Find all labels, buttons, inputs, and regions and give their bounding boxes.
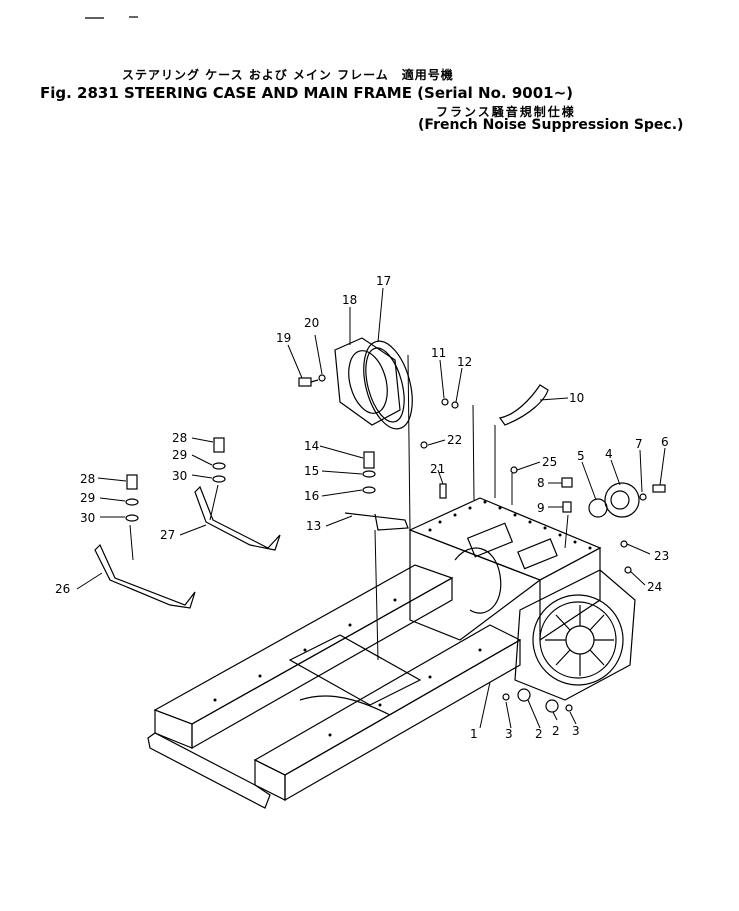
callout-25: 25 — [542, 455, 557, 469]
callout-28b: 28 — [172, 431, 187, 445]
callout-19: 19 — [276, 331, 291, 345]
callout-14: 14 — [304, 439, 319, 453]
title-english: Fig. 2831 STEERING CASE AND MAIN FRAME (… — [40, 84, 573, 102]
subtitle-japanese: フランス騒音規制仕様 — [436, 105, 576, 119]
part-23 — [620, 540, 628, 548]
part-15-washer — [362, 470, 376, 478]
callout-15: 15 — [304, 464, 319, 478]
part-22 — [420, 441, 428, 449]
part-30-washer-mid — [212, 475, 226, 483]
callout-23: 23 — [654, 549, 669, 563]
part-29-washer-left — [125, 498, 139, 506]
part-2-plug-b — [545, 699, 559, 713]
part-2-plug — [517, 688, 531, 702]
callouts: 1 2 3 2 3 4 5 6 7 8 9 10 11 12 13 14 15 … — [55, 274, 669, 741]
part-9-fitting — [562, 501, 572, 513]
callout-3a: 3 — [505, 727, 513, 741]
part-26-guard — [94, 543, 196, 609]
callout-21: 21 — [430, 462, 445, 476]
leader-lines — [76, 287, 666, 729]
callout-10: 10 — [569, 391, 584, 405]
title-japanese: ステアリング ケース および メイン フレーム 適用号機 — [122, 68, 454, 82]
callout-4: 4 — [605, 447, 613, 461]
part-4-cover — [604, 482, 640, 518]
callout-6: 6 — [661, 435, 669, 449]
callout-9: 9 — [537, 501, 545, 515]
callout-13: 13 — [306, 519, 321, 533]
part-8-fitting — [561, 477, 573, 488]
part-6-bolt — [652, 484, 666, 493]
callout-12: 12 — [457, 355, 472, 369]
callout-30b: 30 — [172, 469, 187, 483]
part-5-seal — [588, 498, 608, 518]
callout-29a: 29 — [80, 491, 95, 505]
part-3-oring — [502, 693, 510, 701]
callout-29b: 29 — [172, 448, 187, 462]
main-frame — [147, 497, 636, 809]
callout-20: 20 — [304, 316, 319, 330]
callout-8: 8 — [537, 476, 545, 490]
part-28-bolt-mid — [213, 437, 225, 453]
rivets — [213, 500, 592, 737]
part-13-bracket — [344, 512, 409, 531]
part-21-pin — [439, 483, 447, 499]
part-17-seal — [363, 340, 413, 430]
subtitle-english: (French Noise Suppression Spec.) — [418, 117, 684, 133]
part-11 — [441, 398, 449, 406]
part-16-washer — [362, 486, 376, 494]
part-29-washer-mid — [212, 462, 226, 470]
part-28-bolt-left — [126, 474, 138, 490]
callout-11: 11 — [431, 346, 446, 360]
callout-17: 17 — [376, 274, 391, 288]
callout-22: 22 — [447, 433, 462, 447]
callout-2b: 2 — [552, 724, 560, 738]
scan-marks — [85, 16, 138, 19]
part-18-flange — [334, 337, 401, 426]
housing-spokes — [545, 605, 614, 676]
part-19-bolt — [298, 377, 319, 387]
part-14-bolt — [363, 451, 375, 469]
part-20-washer — [318, 374, 326, 382]
callout-7: 7 — [635, 437, 643, 451]
callout-18: 18 — [342, 293, 357, 307]
part-12 — [451, 401, 459, 409]
callout-2a: 2 — [535, 727, 543, 741]
part-24 — [624, 566, 632, 574]
part-25 — [510, 466, 518, 474]
part-7-washer — [639, 493, 647, 501]
callout-27: 27 — [160, 528, 175, 542]
callout-1: 1 — [470, 727, 478, 741]
part-10-guard — [498, 384, 549, 426]
part-27-guard — [194, 485, 281, 551]
callout-24: 24 — [647, 580, 662, 594]
callout-26: 26 — [55, 582, 70, 596]
part-3-oring-b — [565, 704, 573, 712]
callout-3b: 3 — [572, 724, 580, 738]
callout-28a: 28 — [80, 472, 95, 486]
callout-5: 5 — [577, 449, 585, 463]
callout-30a: 30 — [80, 511, 95, 525]
callout-16: 16 — [304, 489, 319, 503]
part-30-washer-left — [125, 514, 139, 522]
